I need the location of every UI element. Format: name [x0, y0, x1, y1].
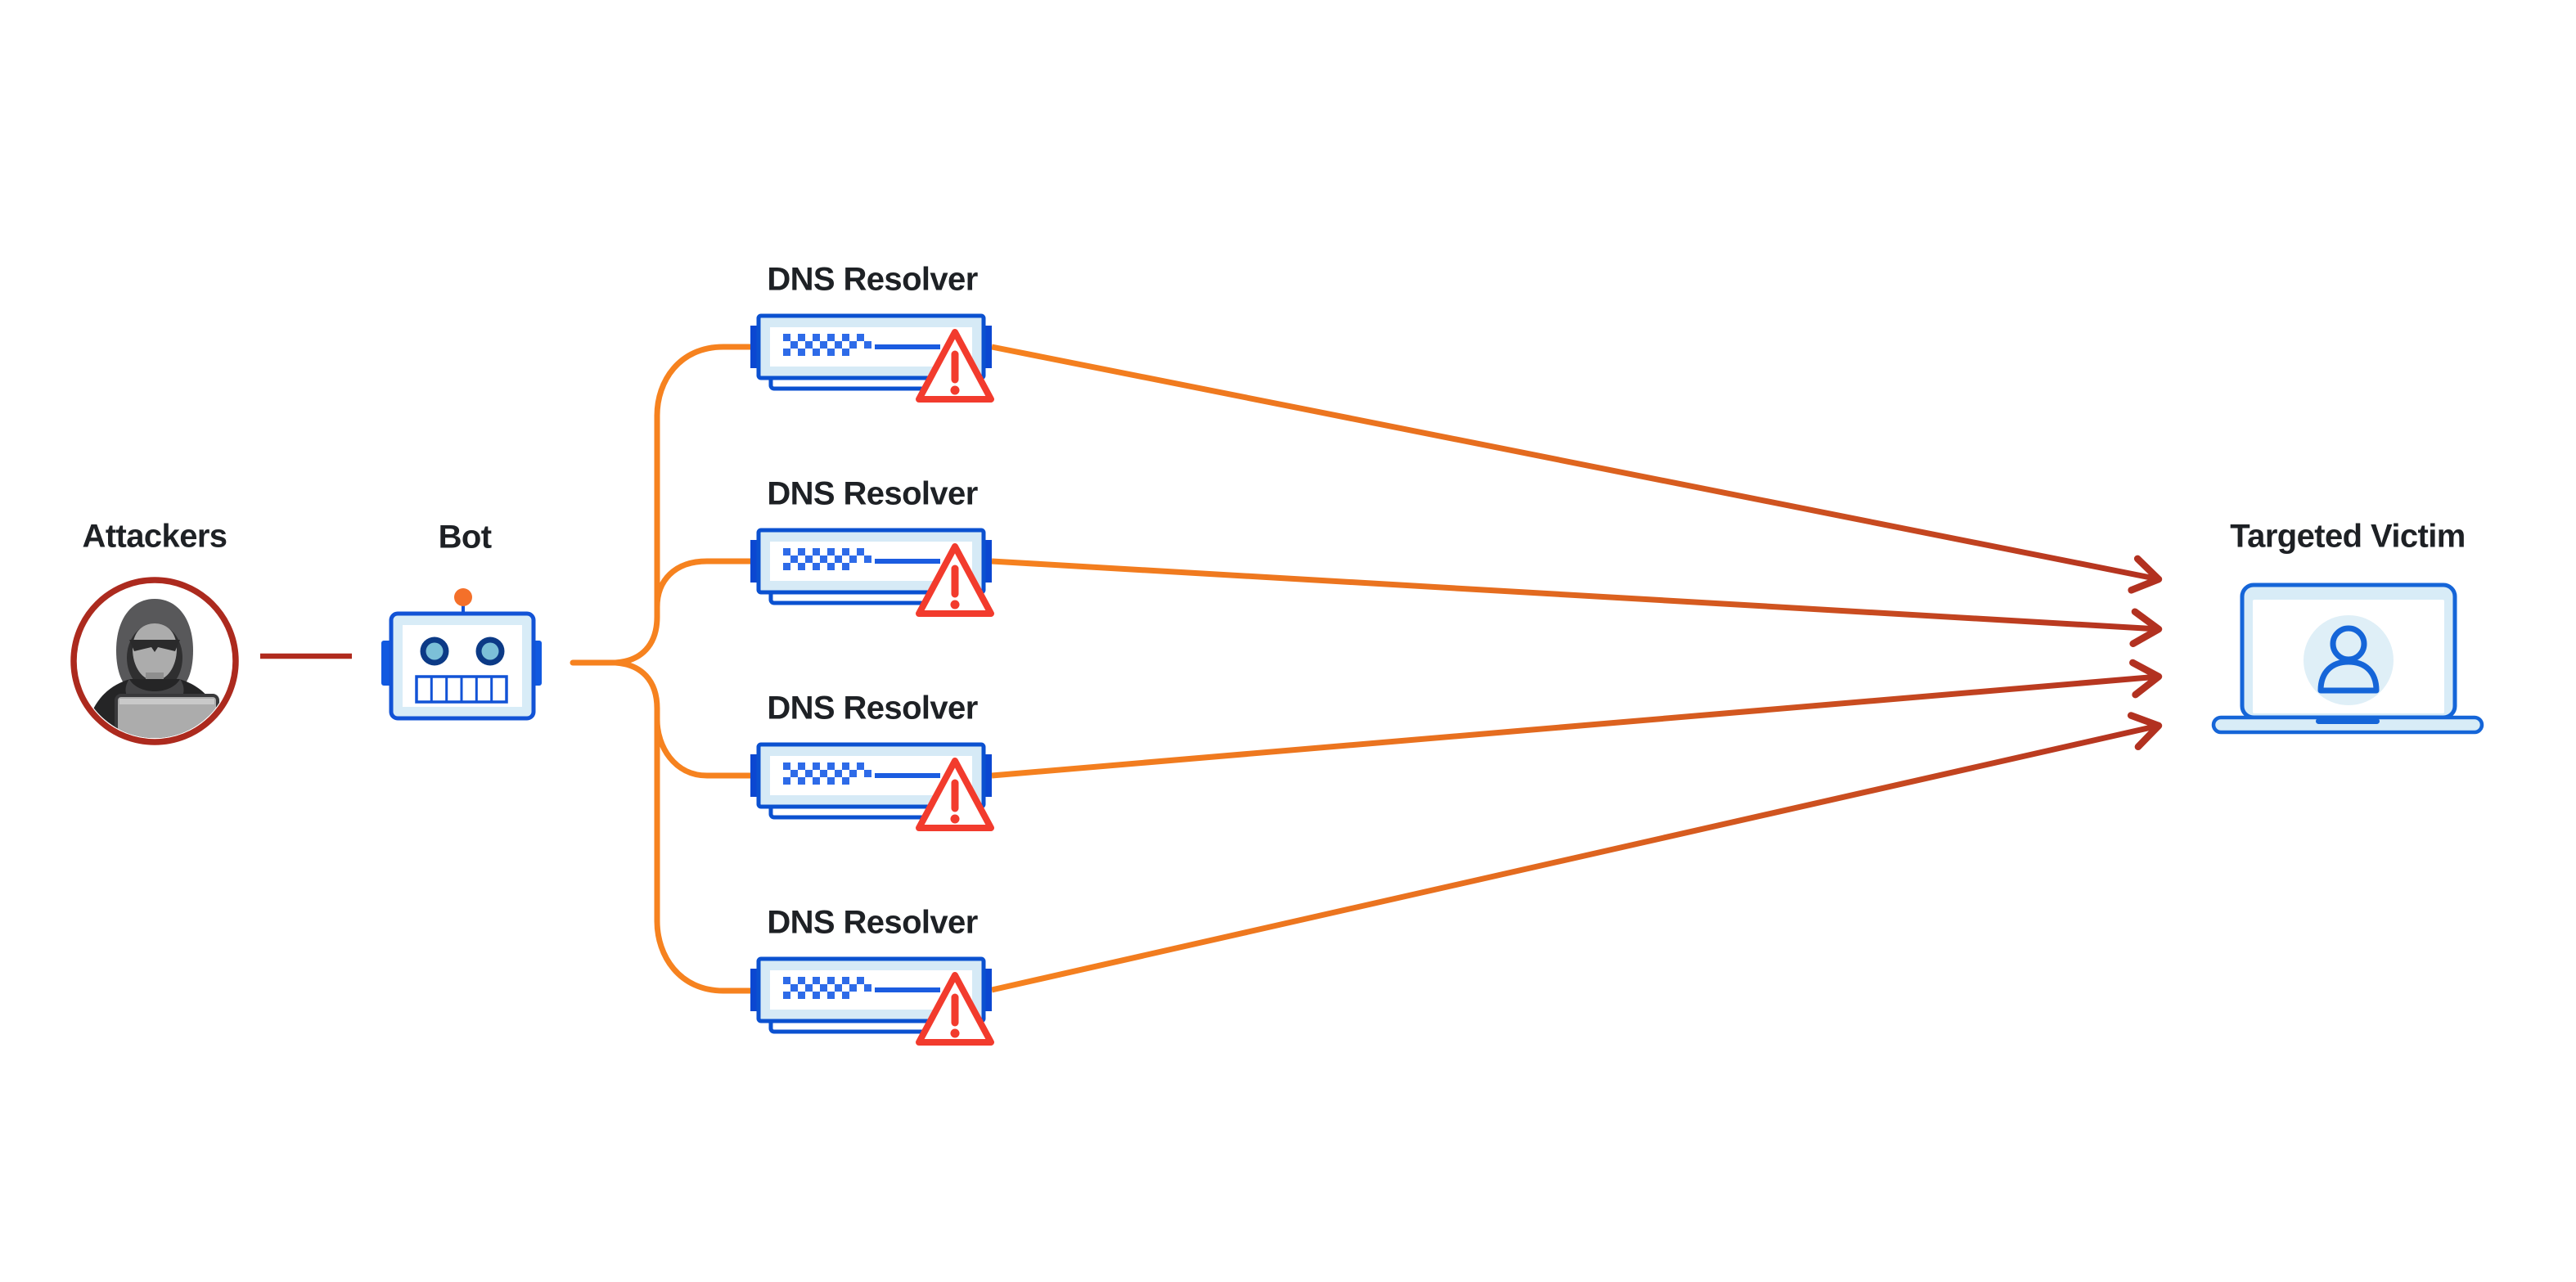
arrowhead-icon-1: [2128, 555, 2163, 594]
victim-label: Targeted Victim: [2230, 518, 2466, 555]
resolver-label: DNS Resolver: [767, 261, 978, 298]
hooded-attacker-icon: [70, 577, 239, 745]
server-led-matrix: [783, 548, 871, 570]
bot-label: Bot: [438, 519, 492, 556]
server-icon: [750, 956, 994, 1046]
resolver-label: DNS Resolver: [767, 904, 978, 941]
bot-fork-link-resolver-3: [654, 717, 754, 779]
warning-triangle-icon: [916, 972, 994, 1046]
warning-triangle-icon: [916, 543, 994, 617]
resolver-2-to-victim-link: [991, 558, 2159, 632]
resolver-node-3: [750, 740, 996, 845]
server-led-matrix: [783, 762, 871, 785]
server-led-matrix: [783, 334, 871, 356]
victim-node: [2208, 571, 2486, 740]
bot-fork-link-resolver-1: [570, 344, 754, 666]
arrowhead-icon-4: [2127, 712, 2163, 751]
resolver-node-2: [750, 525, 996, 631]
warning-triangle-icon: [916, 758, 994, 831]
bot-fork-link-resolver-2: [654, 558, 754, 610]
resolver-label: DNS Resolver: [767, 690, 978, 726]
robot-icon: [381, 588, 542, 721]
arrowhead-icon-3: [2129, 659, 2163, 699]
arrowhead-icon-2: [2129, 608, 2163, 648]
bot-fork-link-resolver-4: [612, 659, 754, 994]
resolver-node-1: [750, 311, 996, 416]
server-led-matrix: [783, 977, 871, 999]
laptop-user-icon: [2211, 583, 2484, 735]
resolver-1-to-victim-link: [991, 344, 2159, 583]
server-icon: [750, 742, 994, 831]
server-icon: [750, 528, 994, 617]
resolver-label: DNS Resolver: [767, 475, 978, 512]
user-icon: [2317, 625, 2380, 694]
server-icon: [750, 313, 994, 403]
robot-mouth: [415, 675, 508, 704]
resolver-4-to-victim-link: [991, 722, 2159, 993]
bot-node: [375, 573, 548, 732]
attackers-label: Attackers: [82, 518, 228, 555]
resolver-node-4: [750, 954, 996, 1059]
resolver-3-to-victim-link: [991, 673, 2159, 779]
attackers-node: [65, 571, 245, 755]
warning-triangle-icon: [916, 329, 994, 403]
